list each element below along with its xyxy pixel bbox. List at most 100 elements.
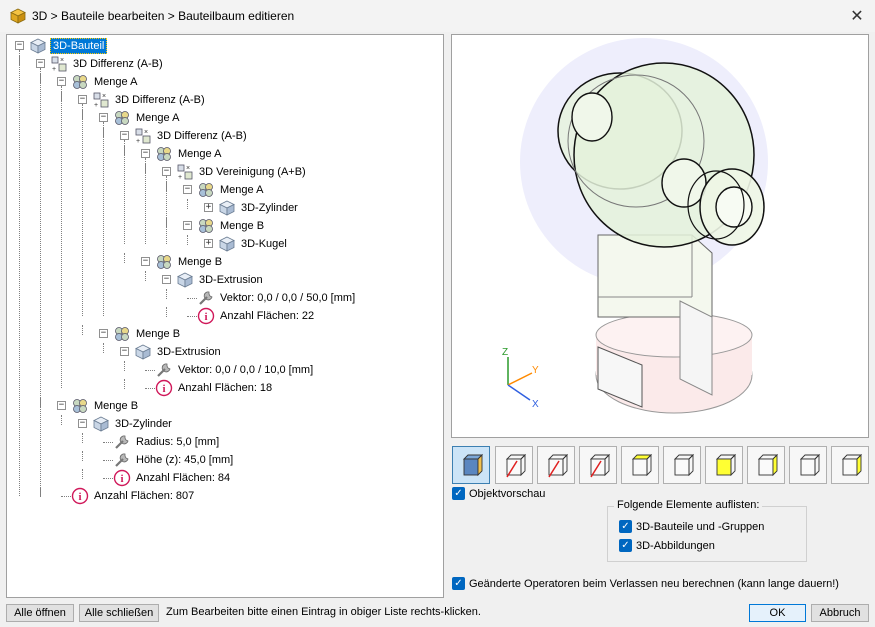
tree-node[interactable]: Menge A: [113, 109, 181, 127]
tree-node[interactable]: 3D-Kugel: [218, 235, 289, 253]
view-top-button[interactable]: [621, 446, 659, 484]
tree-connector: [61, 415, 62, 425]
collapse-icon[interactable]: −: [99, 112, 108, 122]
view-front-right-button[interactable]: [537, 446, 575, 484]
collapse-icon[interactable]: −: [78, 94, 87, 104]
tree-node[interactable]: 3D-Extrusion: [176, 271, 265, 289]
collapse-icon[interactable]: −: [120, 346, 129, 356]
set-icon: [197, 181, 215, 199]
tree-node-label: 3D Differenz (A-B): [157, 130, 247, 142]
view-cube-icon: [583, 449, 613, 482]
expand-icon[interactable]: +: [204, 202, 213, 212]
tree-connector: [82, 433, 83, 443]
tree-node[interactable]: Menge A: [71, 73, 139, 91]
tree-node[interactable]: 3D-Zylinder: [92, 415, 174, 433]
tree-connector: [187, 235, 188, 245]
tree-node[interactable]: Menge A: [155, 145, 223, 163]
expand-icon[interactable]: +: [204, 238, 213, 248]
window-title: 3D > Bauteile bearbeiten > Bauteilbaum e…: [32, 9, 295, 23]
view-iso-button[interactable]: [452, 446, 490, 484]
tree-node[interactable]: ×+3D Differenz (A-B): [92, 91, 207, 109]
svg-text:×: ×: [186, 165, 190, 172]
checkbox-checked-icon: ✓: [619, 520, 632, 533]
tree-connector: [103, 478, 113, 479]
tree-node[interactable]: Menge B: [155, 253, 224, 271]
tree-node[interactable]: Menge B: [197, 217, 266, 235]
tree-node[interactable]: ×+3D Vereinigung (A+B): [176, 163, 308, 181]
bauteile-checkbox[interactable]: ✓ 3D-Bauteile und -Gruppen: [619, 520, 764, 533]
tree-connector: [145, 370, 155, 371]
view-front-button[interactable]: [705, 446, 743, 484]
view-side-button[interactable]: [789, 446, 827, 484]
tree-node[interactable]: 3D-Extrusion: [134, 343, 223, 361]
y-axis: [507, 372, 533, 386]
collapse-icon[interactable]: −: [36, 58, 45, 68]
cancel-button[interactable]: Abbruch: [811, 604, 869, 622]
tree-node[interactable]: ×+3D Differenz (A-B): [134, 127, 249, 145]
tree-connector: [166, 307, 167, 317]
ok-button[interactable]: OK: [749, 604, 806, 622]
tree-node[interactable]: ×+3D Differenz (A-B): [50, 55, 165, 73]
collapse-icon[interactable]: −: [15, 40, 24, 50]
collapse-icon[interactable]: −: [162, 274, 171, 284]
tree-node[interactable]: Menge A: [197, 181, 265, 199]
object-preview[interactable]: Z Y X: [451, 34, 869, 438]
collapse-icon[interactable]: −: [57, 400, 66, 410]
cube-icon: [29, 37, 47, 55]
tree-node[interactable]: Vektor: 0,0 / 0,0 / 50,0 [mm]: [197, 289, 357, 307]
tree-node-label: Anzahl Flächen: 807: [94, 490, 195, 502]
collapse-icon[interactable]: −: [57, 76, 66, 86]
collapse-icon[interactable]: −: [99, 328, 108, 338]
collapse-icon[interactable]: −: [183, 220, 192, 230]
tree-connector: [187, 298, 197, 299]
collapse-icon[interactable]: −: [162, 166, 171, 176]
tree-node-label: Menge B: [220, 220, 265, 232]
tree-node-label: 3D-Zylinder: [115, 418, 172, 430]
collapse-icon[interactable]: −: [141, 148, 150, 158]
open-all-button[interactable]: Alle öffnen: [6, 604, 74, 622]
set-icon: [71, 73, 89, 91]
cube-icon: [176, 271, 194, 289]
tree-node-label: 3D-Zylinder: [241, 202, 298, 214]
component-tree[interactable]: −3D-Bauteil−×+3D Differenz (A-B)−Menge A…: [6, 34, 444, 598]
view-bottom-button[interactable]: [831, 446, 869, 484]
view-cube-icon: [541, 449, 571, 482]
tree-node[interactable]: Vektor: 0,0 / 0,0 / 10,0 [mm]: [155, 361, 315, 379]
collapse-icon[interactable]: −: [141, 256, 150, 266]
collapse-icon[interactable]: −: [183, 184, 192, 194]
close-button[interactable]: ✕: [847, 6, 867, 26]
svg-text:×: ×: [60, 57, 64, 64]
info-icon: i: [197, 307, 215, 325]
tree-connector: [166, 289, 167, 299]
wrench-icon: [113, 433, 131, 451]
view-front-left-button[interactable]: [495, 446, 533, 484]
status-text: Zum Bearbeiten bitte einen Eintrag in ob…: [166, 606, 481, 618]
tree-connector: [145, 158, 146, 244]
tree-node-label: Menge A: [94, 76, 138, 88]
tree-node[interactable]: Menge B: [113, 325, 182, 343]
tree-connector: [187, 199, 188, 209]
tree-node[interactable]: Menge B: [71, 397, 140, 415]
close-all-button[interactable]: Alle schließen: [79, 604, 159, 622]
view-back-button[interactable]: [663, 446, 701, 484]
recalc-checkbox[interactable]: ✓ Geänderte Operatoren beim Verlassen ne…: [452, 577, 839, 590]
collapse-icon[interactable]: −: [78, 418, 87, 428]
svg-text:+: +: [178, 174, 182, 181]
tree-node[interactable]: Höhe (z): 45,0 [mm]: [113, 451, 235, 469]
tree-connector: [187, 316, 197, 317]
tree-node[interactable]: 3D-Zylinder: [218, 199, 300, 217]
tree-node[interactable]: Radius: 5,0 [mm]: [113, 433, 221, 451]
tree-node[interactable]: 3D-Bauteil: [29, 37, 108, 55]
cube-icon: [92, 415, 110, 433]
tree-node-label: 3D-Kugel: [241, 238, 287, 250]
view-left-button[interactable]: [747, 446, 785, 484]
abbildungen-checkbox[interactable]: ✓ 3D-Abbildungen: [619, 539, 715, 552]
collapse-icon[interactable]: −: [120, 130, 129, 140]
view-right-button[interactable]: [579, 446, 617, 484]
set-icon: [113, 325, 131, 343]
objektvorschau-checkbox[interactable]: ✓ Objektvorschau: [452, 487, 545, 500]
